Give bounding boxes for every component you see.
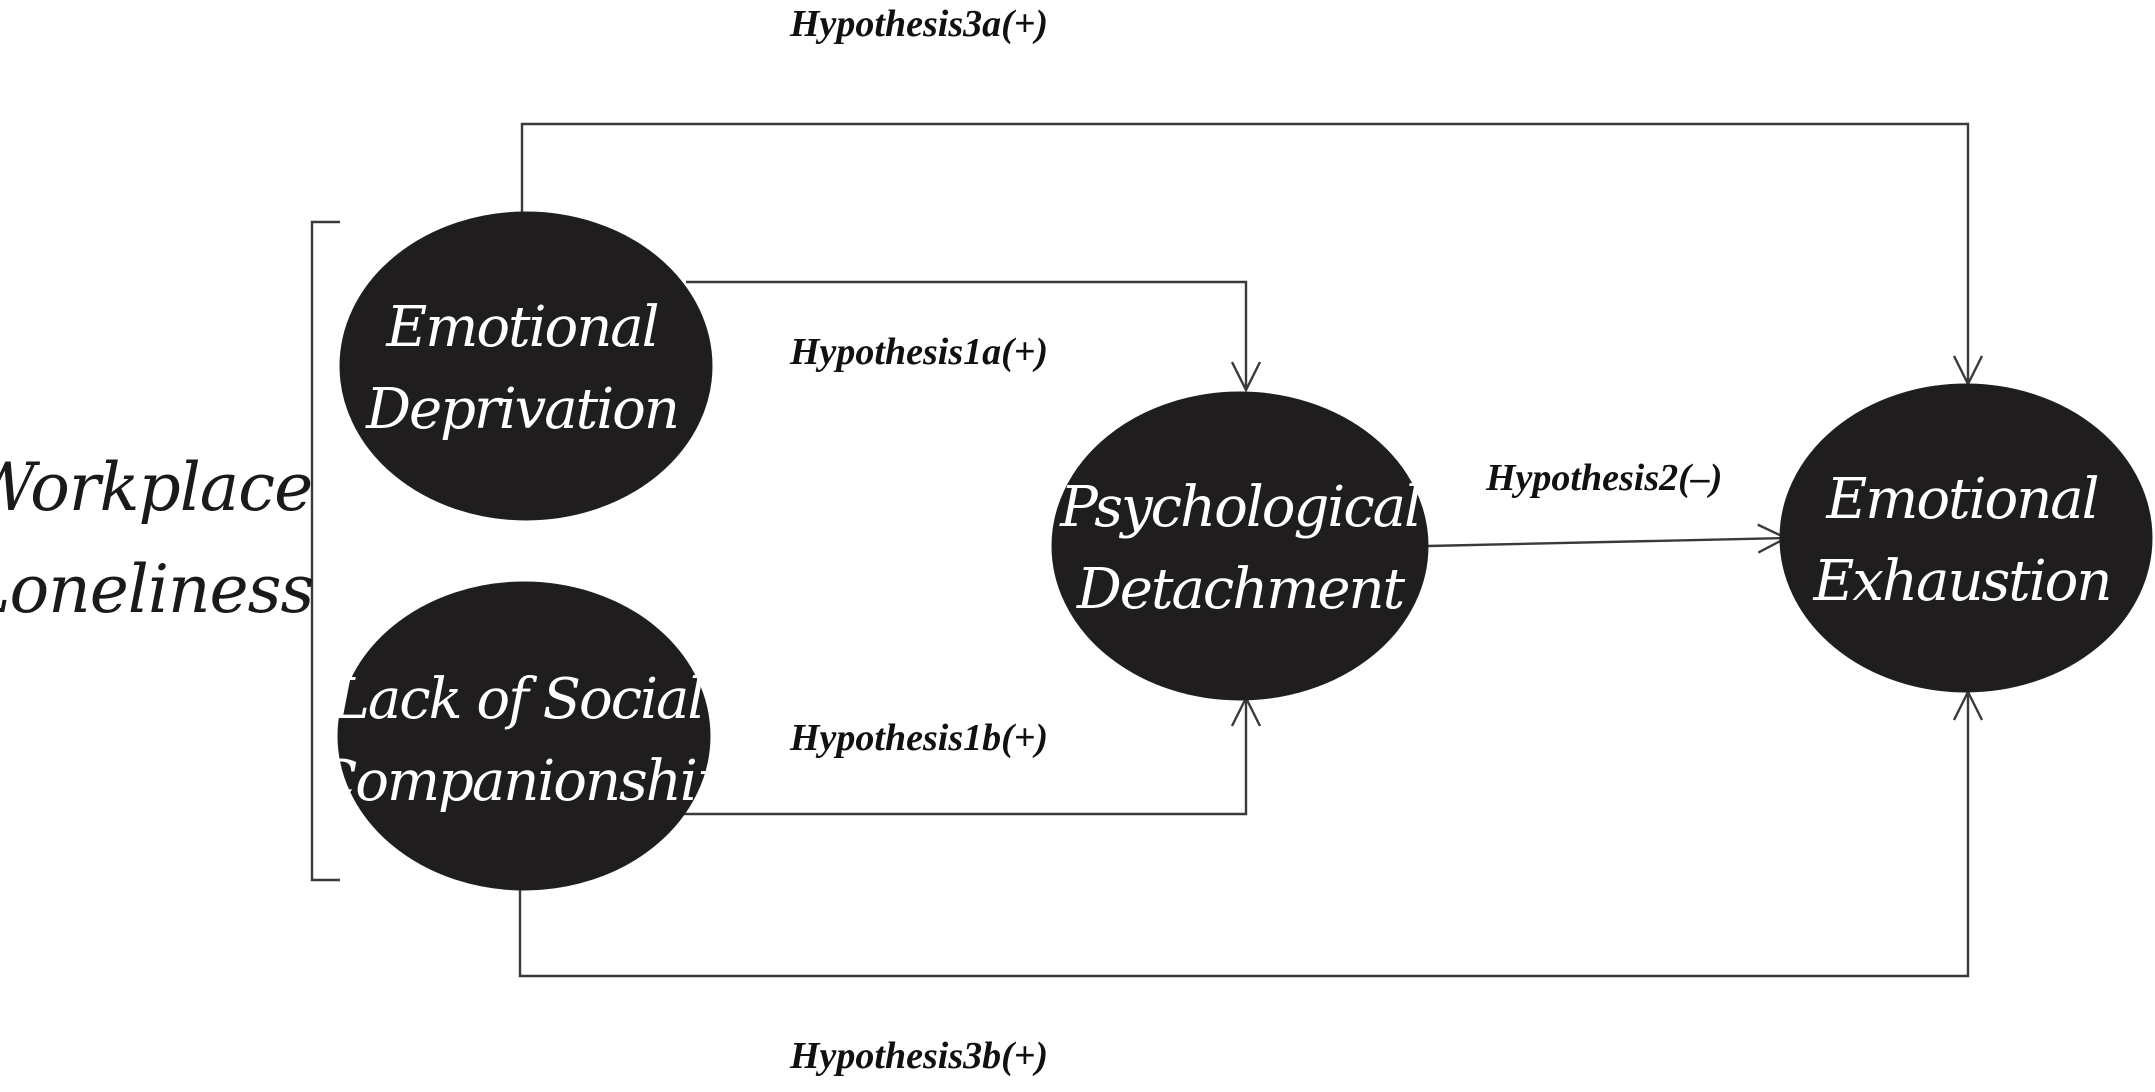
label-hypothesis-3b: Hypothesis3b(+) (789, 1035, 1048, 1077)
label-hypothesis-1b: Hypothesis1b(+) (789, 717, 1048, 759)
node-emotional-exhaustion-line1: Emotional (1825, 467, 2097, 532)
arrow-h1a (686, 280, 1262, 393)
label-hypothesis-1a: Hypothesis1a(+) (789, 331, 1048, 373)
arrow-h3b (518, 689, 1984, 978)
node-emotional-deprivation-line2: Deprivation (365, 377, 678, 442)
node-emotional-exhaustion: Emotional Exhaustion (1779, 383, 2153, 693)
group-label-line2: Loneliness (0, 551, 313, 628)
arrow-h2 (1427, 523, 1789, 554)
label-hypothesis-2: Hypothesis2(–) (1485, 457, 1722, 499)
arrow-h1b (680, 695, 1262, 816)
node-lack-of-social-companionship: Lack of Social Companionship (314, 581, 733, 891)
node-emotional-deprivation: Emotional Deprivation (339, 211, 713, 521)
node-lack-social-companionship-line2: Companionship (314, 749, 730, 814)
node-lack-social-companionship-line1: Lack of Social (332, 667, 704, 732)
arrow-h3a (520, 122, 1984, 387)
node-psychological-detachment-line2: Detachment (1076, 557, 1406, 622)
label-hypothesis-3a: Hypothesis3a(+) (789, 3, 1048, 45)
node-emotional-deprivation-line1: Emotional (385, 295, 657, 360)
group-label-line1: Workplace (0, 449, 312, 526)
node-psychological-detachment-line1: Psychological (1059, 475, 1420, 540)
node-psychological-detachment: Psychological Detachment (1051, 391, 1429, 701)
workplace-loneliness-bracket (310, 220, 340, 882)
node-emotional-exhaustion-line2: Exhaustion (1813, 549, 2111, 614)
